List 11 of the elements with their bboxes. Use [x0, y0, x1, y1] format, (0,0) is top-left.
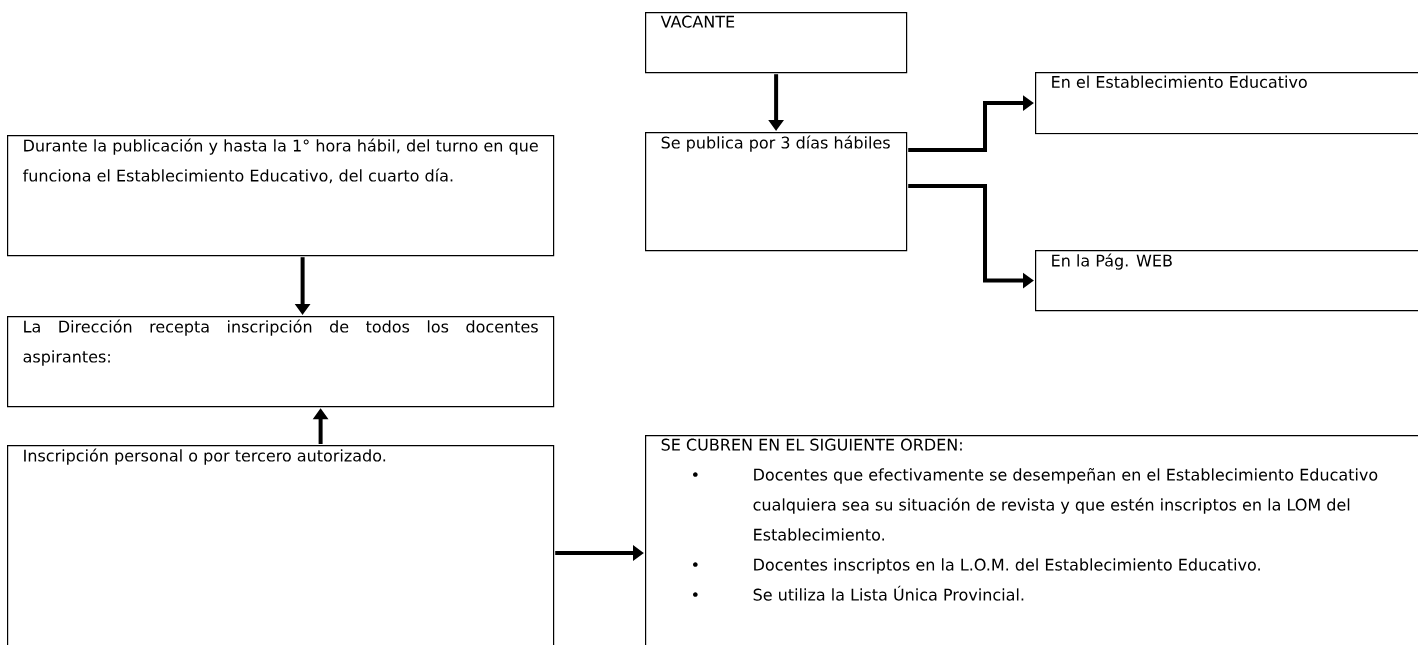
process-box: Se publica por 3 días hábiles: [645, 132, 908, 252]
bullet: •: [693, 592, 698, 597]
process-box: VACANTE: [645, 12, 908, 74]
bullet: •: [693, 562, 698, 567]
process-box: Durante la publicación y hasta la 1° hora hábil, del turno en que funciona el Establecimiento Educativo, del cuarto día.: [7, 135, 555, 257]
process-box: La Dirección recepta inscripción de todos los docentes aspirantes:: [7, 316, 555, 408]
process-box: SE CUBREN EN EL SIGUIENTE ORDEN: • Docentes que efectivamente se desempeñan en el Establecimiento Educativo cualquiera sea su situación de revista y que estén inscriptos en la LOM del Establecimiento. • Docentes inscriptos en la L.O.M. del Establecimiento Educativo. • Se utiliza la Lista Única Provincial.: [645, 435, 1418, 645]
process-box: En el Establecimiento Educativo: [1035, 72, 1418, 135]
process-box: En la Pág. WEB: [1035, 250, 1418, 312]
process-box: Inscripción personal o por tercero autorizado.: [7, 445, 555, 645]
bullet: •: [693, 472, 698, 477]
